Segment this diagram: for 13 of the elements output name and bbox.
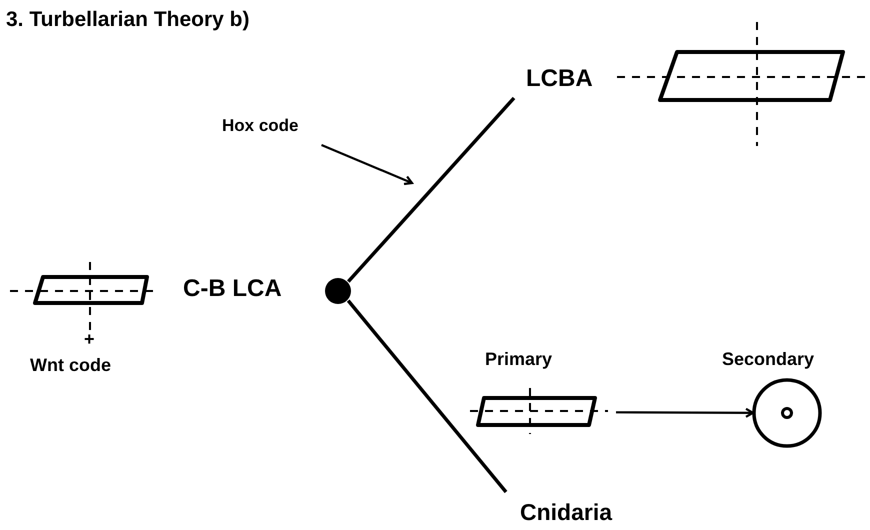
branch-line — [346, 299, 508, 494]
text-label: Wnt code — [30, 356, 111, 376]
diagram-title: 3. Turbellarian Theory b) — [6, 8, 250, 32]
node-heading: Secondary — [722, 350, 814, 370]
node-label: C-B LCA — [183, 276, 282, 302]
annotation-label: Hox code — [222, 117, 299, 136]
branch-line — [347, 96, 516, 283]
taxon-label: Cnidaria — [520, 500, 612, 526]
text-label: + — [84, 330, 95, 350]
leader-arrow — [321, 144, 414, 186]
arrow — [616, 408, 754, 418]
node-heading: Primary — [485, 350, 552, 370]
taxon-label: LCBA — [526, 66, 593, 92]
